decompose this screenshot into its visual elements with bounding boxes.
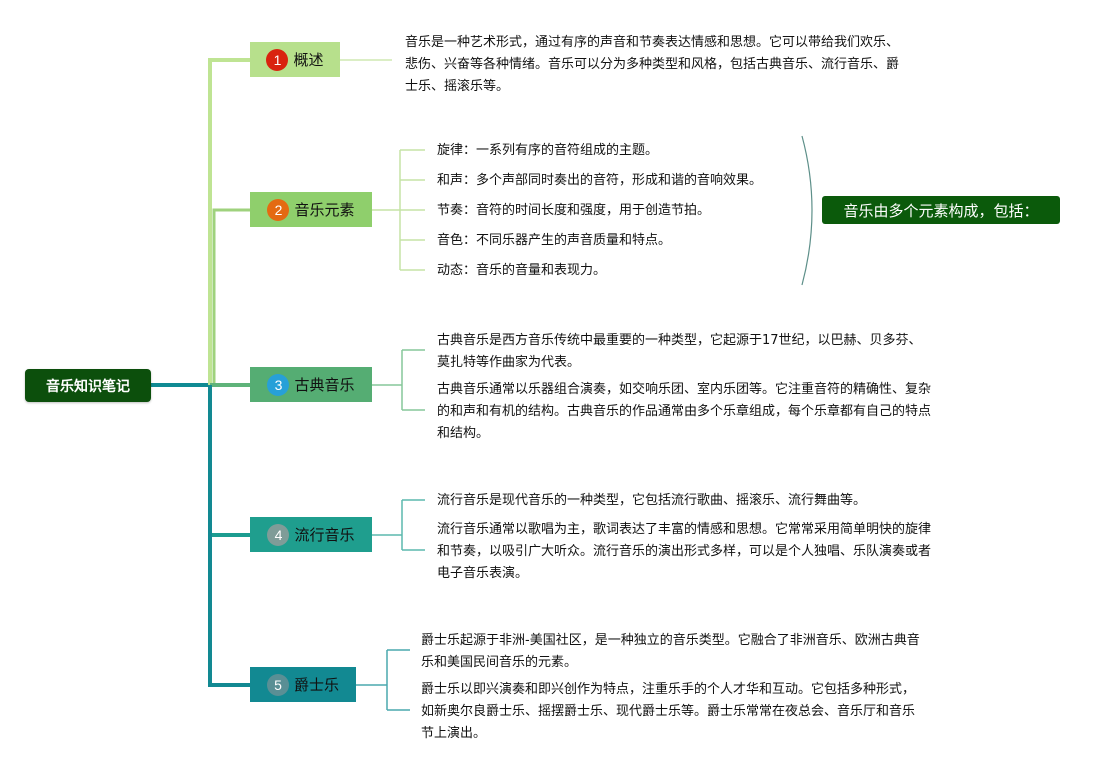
topic-number-badge: 3 (267, 373, 290, 396)
topic-classical-music[interactable]: 3 古典音乐 (250, 367, 372, 402)
elements-bracket (372, 149, 425, 271)
topic-overview[interactable]: 1 概述 (250, 42, 340, 77)
classical-note-1: 古典音乐是西方音乐传统中最重要的一种类型，它起源于17世纪，以巴赫、贝多芬、莫扎… (437, 333, 922, 370)
element-item-timbre[interactable]: 音色：不同乐器产生的声音质量和特点。 (437, 233, 672, 248)
root-label: 音乐知识笔记 (46, 378, 130, 395)
pop-note-2: 流行音乐通常以歌唱为主，歌词表达了丰富的情感和思想。它常常采用简单明快的旋律和节… (437, 522, 932, 581)
topic-label: 概述 (293, 51, 324, 69)
topic-number-badge: 2 (267, 198, 290, 221)
jazz-note-1: 爵士乐起源于非洲-美国社区，是一种独立的音乐类型。它融合了非洲音乐、欧洲古典音乐… (421, 633, 920, 670)
topic-jazz[interactable]: 5 爵士乐 (250, 667, 356, 702)
topic-number-badge: 1 (266, 48, 289, 71)
root-node[interactable]: 音乐知识笔记 (25, 369, 151, 402)
branch-line-jazz (208, 385, 250, 687)
element-item-harmony[interactable]: 和声：多个声部同时奏出的音符，形成和谐的音响效果。 (437, 173, 763, 188)
pop-note-1: 流行音乐是现代音乐的一种类型，它包括流行歌曲、摇滚乐、流行舞曲等。 (437, 493, 867, 508)
topic-label: 音乐元素 (294, 201, 355, 219)
branch-line-elements (212, 208, 250, 385)
topic-music-elements[interactable]: 2 音乐元素 (250, 192, 372, 227)
summary-label: 音乐由多个元素构成，包括： (843, 201, 1039, 220)
summary-bracket (801, 135, 813, 286)
element-item-rhythm[interactable]: 节奏：音符的时间长度和强度，用于创造节拍。 (437, 203, 711, 218)
pop-bracket (372, 499, 425, 551)
element-item-melody[interactable]: 旋律：一系列有序的音符组成的主题。 (437, 143, 659, 158)
element-item-dynamics[interactable]: 动态：音乐的音量和表现力。 (437, 263, 607, 278)
elements-summary[interactable]: 音乐由多个元素构成，包括： (822, 196, 1060, 224)
branch-line-pop (208, 385, 250, 537)
topic-number-badge: 5 (266, 673, 289, 696)
topic-number-badge: 4 (267, 523, 290, 546)
jazz-bracket (356, 649, 410, 711)
topic-label: 爵士乐 (293, 676, 339, 694)
branch-line-overview (208, 58, 250, 385)
topic-label: 流行音乐 (294, 526, 355, 544)
classical-note-2: 古典音乐通常以乐器组合演奏，如交响乐团、室内乐团等。它注重音符的精确性、复杂的和… (437, 382, 932, 441)
jazz-note-2: 爵士乐以即兴演奏和即兴创作为特点，注重乐手的个人才华和互动。它包括多种形式，如新… (421, 682, 916, 741)
classical-bracket (372, 349, 425, 411)
overview-note: 音乐是一种艺术形式，通过有序的声音和节奏表达情感和思想。它可以带给我们欢乐、悲伤… (405, 35, 900, 94)
topic-pop-music[interactable]: 4 流行音乐 (250, 517, 372, 552)
topic-label: 古典音乐 (294, 376, 355, 394)
